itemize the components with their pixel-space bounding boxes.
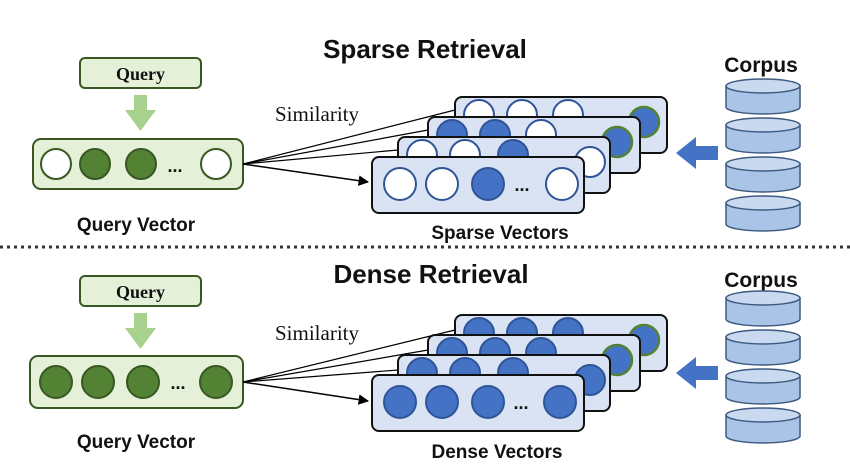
corpus-disk	[725, 407, 801, 444]
dense-vector-card-front: ...	[371, 374, 585, 432]
doc-vector-dot	[471, 385, 505, 419]
query-vector-dot	[199, 365, 233, 399]
sparse-query-label: Query	[116, 64, 165, 84]
sparse-vectors-label: Sparse Vectors	[431, 223, 568, 244]
sparse-title: Sparse Retrieval	[323, 34, 527, 64]
arrow-down-icon	[125, 95, 156, 131]
database-cylinder-icon	[725, 290, 801, 444]
ellipsis-icon: ...	[167, 156, 182, 176]
sparse-query-box: Query	[79, 57, 202, 89]
ellipsis-icon: ...	[514, 175, 529, 195]
query-vector-dot	[40, 148, 72, 180]
arrow-left-icon	[676, 357, 718, 389]
corpus-disk	[725, 195, 801, 232]
sparse-similarity-label: Similarity	[275, 102, 360, 126]
sparse-query-vector: ...	[32, 138, 244, 190]
query-vector-dot	[200, 148, 232, 180]
dense-query-vector: ...	[29, 355, 244, 409]
sparse-corpus-label: Corpus	[724, 54, 798, 77]
dense-similarity-label: Similarity	[275, 321, 360, 345]
doc-vector-dot	[383, 167, 417, 201]
ellipsis-icon: ...	[513, 393, 528, 413]
doc-vector-dot	[543, 385, 577, 419]
corpus-disk	[725, 78, 801, 115]
dense-query-label: Query	[116, 282, 165, 302]
query-vector-dot	[126, 365, 160, 399]
arrow-left-icon	[676, 137, 718, 169]
dense-query-vector-label: Query Vector	[77, 432, 196, 453]
dense-title: Dense Retrieval	[333, 259, 528, 289]
corpus-disk	[725, 156, 801, 193]
doc-vector-dot	[383, 385, 417, 419]
sparse-vector-card-front: ...	[371, 156, 585, 214]
sparse-query-vector-label: Query Vector	[77, 215, 196, 236]
query-vector-dot	[81, 365, 115, 399]
corpus-disk	[725, 329, 801, 366]
sparse-vector-stack: ...	[371, 96, 668, 214]
corpus-disk	[725, 368, 801, 405]
query-vector-dot	[125, 148, 157, 180]
sparse-section: Sparse Retrieval Query ... Query Vector …	[32, 34, 801, 244]
query-vector-dot	[39, 365, 73, 399]
database-cylinder-icon	[725, 78, 801, 232]
sparse-similarity-lines	[242, 109, 456, 186]
doc-vector-dot	[545, 167, 579, 201]
doc-vector-dot	[425, 167, 459, 201]
dense-vectors-label: Dense Vectors	[432, 442, 563, 463]
dense-similarity-lines	[242, 329, 456, 405]
dense-section: Dense Retrieval Query ... Query Vector S…	[29, 259, 801, 463]
corpus-disk	[725, 117, 801, 154]
dense-corpus-label: Corpus	[724, 269, 798, 292]
arrow-down-icon	[125, 313, 156, 349]
dense-query-box: Query	[79, 275, 202, 307]
ellipsis-icon: ...	[170, 373, 185, 393]
corpus-disk	[725, 290, 801, 327]
dense-vector-stack: ...	[371, 314, 668, 432]
doc-vector-dot	[425, 385, 459, 419]
query-vector-dot	[79, 148, 111, 180]
doc-vector-dot	[471, 167, 505, 201]
